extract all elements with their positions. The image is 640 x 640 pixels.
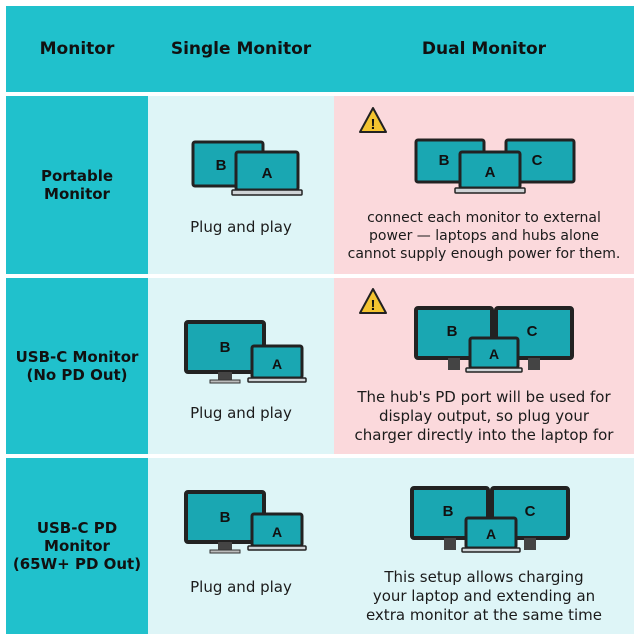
warning-glyph: ! — [371, 297, 376, 314]
row2-single-caption: Plug and play — [190, 404, 292, 422]
row1-dual-description: connect each monitor to external power —… — [334, 209, 634, 263]
laptop-a-icon: A — [461, 516, 521, 553]
portable-dual-illustration: B C A — [414, 138, 576, 194]
row3-dual-description: This setup allows charging your laptop a… — [334, 568, 634, 625]
screen-a-label: A — [486, 526, 496, 542]
laptop-a-icon: A — [465, 336, 523, 373]
screen-c-label: C — [527, 323, 538, 340]
screen-a-label: A — [489, 346, 499, 362]
header-dual-label: Dual Monitor — [421, 39, 547, 59]
row1-single-cell: B A Plug and play — [148, 96, 334, 274]
row3-dual-line3: extra monitor at the same time — [365, 606, 603, 624]
row3-dual-line1: This setup allows charging — [384, 568, 584, 586]
warning-icon: ! — [359, 107, 387, 133]
laptop-a-icon: A — [231, 150, 303, 196]
header-single-label: Single Monitor — [170, 39, 312, 59]
screen-b-label: B — [443, 503, 454, 520]
row3-label-line1: USB-C PD — [36, 519, 118, 537]
header-single-monitor: Single Monitor — [148, 6, 334, 92]
row1-label-line2: Monitor — [44, 185, 110, 203]
row-label-usbc: USB-C Monitor (No PD Out) — [6, 278, 148, 454]
laptop-a-icon: A — [454, 150, 526, 194]
row1-label-line1: Portable — [40, 167, 114, 185]
row3-single-cell: B A Plug and play — [148, 458, 334, 634]
row3-dual-cell: B C A This setup allows charging your la… — [334, 458, 634, 634]
row2-single-cell: B A Plug and play — [148, 278, 334, 454]
screen-a-label: A — [262, 165, 273, 182]
row1-dual-line3: cannot supply enough power for them. — [347, 246, 621, 262]
laptop-a-icon: A — [247, 344, 307, 383]
row-label-usbc-pd: USB-C PD Monitor (65W+ PD Out) — [6, 458, 148, 634]
row2-dual-cell: ! B C A The hub's PD port will be used f… — [334, 278, 634, 454]
screen-c-label: C — [532, 152, 543, 169]
row3-label-line3: (65W+ PD Out) — [12, 555, 142, 573]
row2-dual-description: The hub's PD port will be used for displ… — [334, 388, 634, 445]
screen-a-label: A — [272, 524, 282, 540]
desktop-monitor-b-icon: B — [184, 320, 266, 384]
screen-a-label: A — [272, 356, 282, 372]
desktop-monitor-c-icon: C — [494, 306, 574, 370]
header-monitor-label: Monitor — [39, 39, 115, 59]
row1-single-caption: Plug and play — [190, 218, 292, 236]
warning-glyph: ! — [371, 116, 376, 133]
row1-dual-line1: connect each monitor to external — [367, 210, 601, 226]
row2-dual-line3: charger directly into the laptop for — [354, 426, 614, 444]
usbc-pd-dual-illustration: B C A — [410, 486, 570, 553]
row1-dual-cell: ! B C A connect each monitor to external… — [334, 96, 634, 274]
screen-b-label: B — [220, 339, 231, 356]
screen-a-label: A — [485, 164, 496, 181]
screen-c-label: C — [525, 503, 536, 520]
row1-dual-line2: power — laptops and hubs alone — [369, 228, 599, 244]
row2-label-line2: (No PD Out) — [26, 366, 128, 384]
row3-single-caption: Plug and play — [190, 578, 292, 596]
header-monitor: Monitor — [6, 6, 148, 92]
warning-icon: ! — [359, 288, 387, 314]
row2-label-line1: USB-C Monitor — [15, 348, 139, 366]
usbc-pd-single-illustration: B A — [184, 490, 307, 554]
row3-label-line2: Monitor — [44, 537, 110, 555]
row-label-portable: Portable Monitor — [6, 96, 148, 274]
screen-b-label: B — [447, 323, 458, 340]
laptop-a-icon: A — [247, 512, 307, 551]
screen-b-label: B — [220, 509, 231, 526]
usbc-single-illustration: B A — [184, 320, 307, 384]
screen-b-label: B — [216, 157, 227, 174]
screen-b-label: B — [439, 152, 450, 169]
portable-single-illustration: B A — [191, 140, 303, 196]
row2-dual-line2: display output, so plug your — [378, 407, 589, 425]
header-dual-monitor: Dual Monitor — [334, 6, 634, 92]
row2-dual-line1: The hub's PD port will be used for — [357, 388, 611, 406]
row3-dual-line2: your laptop and extending an — [372, 587, 596, 605]
usbc-dual-illustration: B C A — [414, 306, 574, 373]
